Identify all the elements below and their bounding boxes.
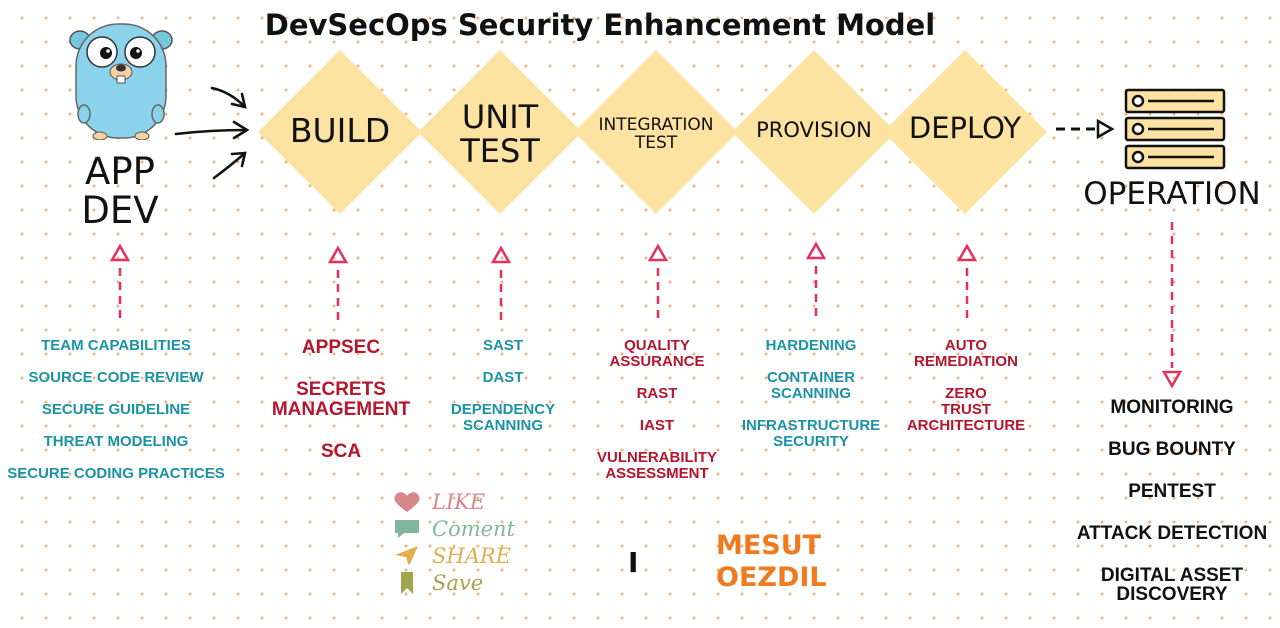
save-label: Save <box>432 570 484 595</box>
practice-item: ZERO TRUST ARCHITECTURE <box>906 385 1026 434</box>
comment-label: Coment <box>432 516 516 541</box>
build-practices: APPSEC SECRETS MANAGEMENT SCA <box>256 338 426 478</box>
bookmark-icon <box>401 571 413 594</box>
practice-item: DIGITAL ASSET DISCOVERY <box>1100 565 1244 605</box>
unit-test-security-arrow <box>490 245 512 320</box>
social-actions: LIKE Coment SHARE Save <box>392 488 532 596</box>
practice-item: MONITORING <box>1110 397 1234 418</box>
provision-security-arrow <box>805 241 827 316</box>
practice-item: ATTACK DETECTION <box>1076 523 1268 544</box>
integration-test-practices: QUALITY ASSURANCE RAST IAST VULNERABILIT… <box>582 338 732 498</box>
save-action[interactable]: Save <box>392 569 532 596</box>
unit-test-practices: SAST DAST DEPENDENCY SCANNING <box>438 338 568 450</box>
stage-deploy: DEPLOY <box>908 111 1022 145</box>
practice-item: RAST <box>636 385 678 402</box>
deploy-to-operation-arrow <box>1056 118 1115 140</box>
integration-test-security-arrow <box>647 243 669 318</box>
operation-security-arrow <box>1161 222 1183 389</box>
practice-item: SCA <box>320 441 362 462</box>
practice-item: VULNERABILITY ASSESSMENT <box>597 449 717 482</box>
practice-item: SOURCE CODE REVIEW <box>28 369 204 386</box>
practice-item: QUALITY ASSURANCE <box>609 337 705 370</box>
provision-practices: HARDENING CONTAINER SCANNING INFRASTRUCT… <box>738 338 884 466</box>
stage-unit-test: UNIT TEST <box>460 98 540 170</box>
practice-item: THREAT MODELING <box>43 433 189 450</box>
app-dev-security-arrow <box>109 243 131 318</box>
stage-provision: PROVISION <box>756 118 872 142</box>
app-dev-label: APP DEV <box>81 150 159 232</box>
share-action[interactable]: SHARE <box>392 542 532 569</box>
author-name: MESUT OEZDIL <box>716 530 827 593</box>
practice-item: BUG BOUNTY <box>1108 439 1236 460</box>
app-dev-practices: TEAM CAPABILITIES SOURCE CODE REVIEW SEC… <box>4 338 228 498</box>
comment-icon <box>395 519 419 538</box>
like-label: LIKE <box>432 489 486 514</box>
practice-item: DEPENDENCY SCANNING <box>450 401 556 434</box>
practice-item: SAST <box>482 337 523 354</box>
operation-label: OPERATION <box>1083 176 1261 212</box>
deploy-practices: AUTO REMEDIATION ZERO TRUST ARCHITECTURE <box>898 338 1034 450</box>
diagram-title: DevSecOps Security Enhancement Model <box>264 8 936 42</box>
practice-item: APPSEC <box>301 337 381 358</box>
practice-item: AUTO REMEDIATION <box>914 337 1018 370</box>
deploy-security-arrow <box>956 243 978 318</box>
comment-action[interactable]: Coment <box>392 515 532 542</box>
share-icon <box>395 545 418 566</box>
practice-item: TEAM CAPABILITIES <box>41 337 191 354</box>
share-label: SHARE <box>432 543 512 568</box>
practice-item: DAST <box>482 369 524 386</box>
practice-item: IAST <box>639 417 675 434</box>
practice-item: CONTAINER SCANNING <box>766 369 856 402</box>
flow-arrows <box>174 86 250 180</box>
separator: I <box>628 546 639 579</box>
practice-item: SECURE GUIDELINE <box>41 401 191 418</box>
practice-item: PENTEST <box>1128 481 1216 502</box>
stage-build: BUILD <box>289 111 391 150</box>
gopher-mascot <box>69 23 173 140</box>
practice-item: INFRASTRUCTURE SECURITY <box>741 417 881 450</box>
heart-icon <box>394 491 420 512</box>
operation-practices: MONITORING BUG BOUNTY PENTEST ATTACK DET… <box>1066 398 1278 604</box>
practice-item: SECRETS MANAGEMENT <box>271 379 411 420</box>
server-stack-icon <box>1124 88 1226 170</box>
practice-item: SECURE CODING PRACTICES <box>7 465 225 482</box>
stage-integration-test: INTEGRATION TEST <box>598 115 714 153</box>
like-action[interactable]: LIKE <box>392 488 532 515</box>
build-security-arrow <box>327 245 349 320</box>
practice-item: HARDENING <box>765 337 857 354</box>
